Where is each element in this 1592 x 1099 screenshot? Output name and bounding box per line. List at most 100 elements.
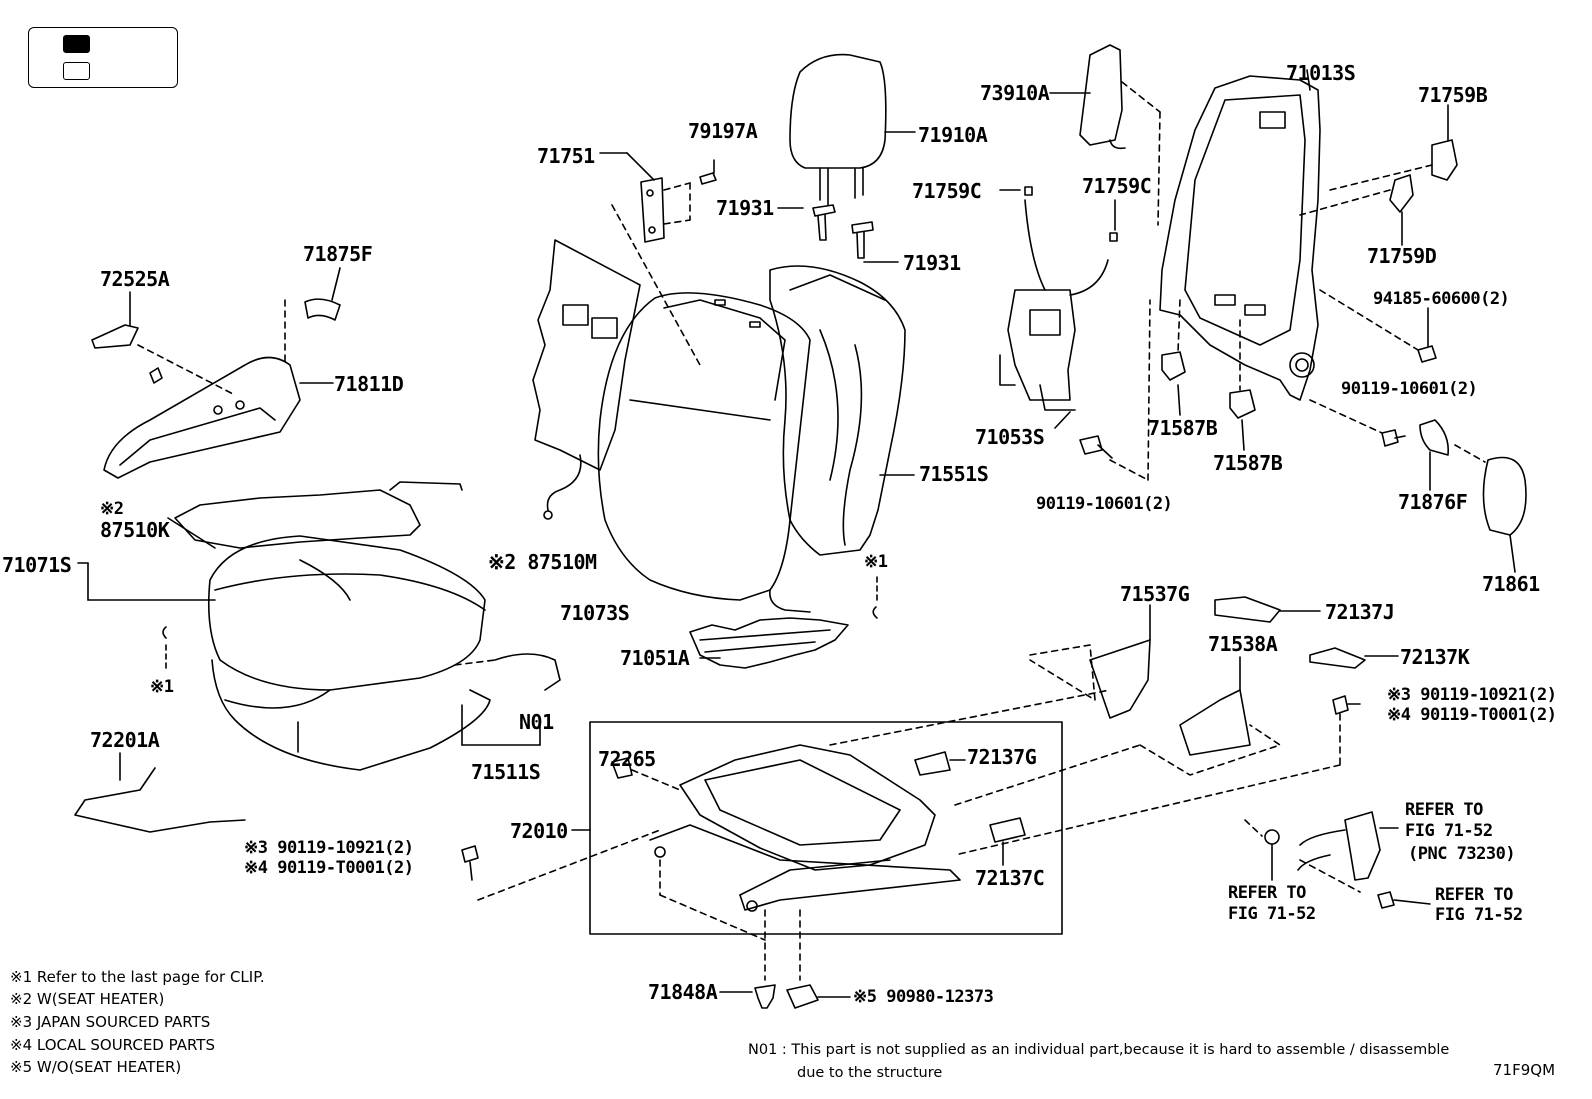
- label-71759D: 71759D: [1367, 244, 1437, 268]
- bolts-right: [1079, 289, 1437, 481]
- cover-71861-drawing: [1419, 419, 1527, 573]
- part-71848A: [754, 984, 776, 1009]
- headrest-guides: [777, 204, 899, 263]
- seat-belt-buckle: [1244, 811, 1431, 909]
- seatback-spring-71051A: [689, 589, 849, 669]
- footnote-1: ※1 Refer to the last page for CLIP.: [10, 968, 265, 986]
- label-71013S: 71013S: [1286, 61, 1356, 85]
- clip-mark-a: [872, 606, 878, 619]
- label-90119-10921-left: ※3 90119-10921(2): [244, 838, 414, 858]
- n01-note-line2: due to the structure: [797, 1065, 943, 1081]
- label-71931-b: 71931: [903, 251, 961, 275]
- label-87510M: ※2 87510M: [488, 550, 597, 574]
- label-71538A: 71538A: [1208, 632, 1278, 656]
- seat-cushion-71071S: [77, 535, 491, 771]
- legend-box: [28, 27, 178, 88]
- label-72137C: 72137C: [975, 866, 1045, 890]
- clips-71587B: [1161, 299, 1256, 451]
- label-71910A: 71910A: [918, 123, 988, 147]
- label-71811D: 71811D: [334, 372, 404, 396]
- headrest-drawing: [789, 53, 916, 206]
- clip-mark-b: [162, 626, 167, 639]
- label-71587B-a: 71587B: [1148, 416, 1218, 440]
- label-71931-a: 71931: [716, 196, 774, 220]
- label-71759C-b: 71759C: [1082, 174, 1152, 198]
- label-71073S: 71073S: [560, 601, 630, 625]
- footnote-2: ※2 W(SEAT HEATER): [10, 990, 165, 1008]
- label-90119-T0001-right: ※4 90119-T0001(2): [1387, 705, 1557, 725]
- bracket-71751-drawing: [599, 152, 717, 243]
- part-90980: [786, 984, 819, 1009]
- label-pnc: (PNC 73230): [1408, 844, 1516, 864]
- legend-filled-swatch: [63, 35, 90, 53]
- label-87510K-mark: ※2: [100, 499, 124, 519]
- part-72137C: [989, 817, 1026, 843]
- label-90119-10601-right: 90119-10601(2): [1341, 379, 1478, 399]
- label-refer-c: REFER TO: [1435, 885, 1513, 905]
- seatback-heater-mat: [532, 204, 701, 520]
- seatback-cover-71551S: [769, 265, 915, 556]
- armrest-71811D-drawing: [91, 267, 341, 479]
- label-refer-b-fig: FIG 71-52: [1228, 904, 1316, 924]
- bolt-right-lower: [1332, 695, 1349, 715]
- label-71876F: 71876F: [1398, 490, 1468, 514]
- footnote-3: ※3 JAPAN SOURCED PARTS: [10, 1013, 211, 1031]
- label-71587B-b: 71587B: [1213, 451, 1283, 475]
- label-72137G: 72137G: [967, 745, 1037, 769]
- bolt-left: [461, 845, 479, 863]
- label-71511S: 71511S: [471, 760, 541, 784]
- label-71875F: 71875F: [303, 242, 373, 266]
- label-87510K: 87510K: [100, 518, 170, 542]
- seat-adjuster-72010: [571, 744, 961, 981]
- label-refer-a: REFER TO: [1405, 800, 1483, 820]
- label-71861: 71861: [1482, 572, 1540, 596]
- footnote-5: ※5 W/O(SEAT HEATER): [10, 1058, 182, 1076]
- clip-72265: [611, 757, 633, 779]
- label-71759C-a: 71759C: [912, 179, 982, 203]
- label-90980-12373: ※5 90980-12373: [853, 987, 994, 1007]
- airbag-73910A-drawing: [1049, 44, 1161, 226]
- label-72137J: 72137J: [1325, 600, 1395, 624]
- label-71051A: 71051A: [620, 646, 690, 670]
- n01-wire: [494, 653, 561, 691]
- label-79197A: 79197A: [688, 119, 758, 143]
- label-73910A: 73910A: [980, 81, 1050, 105]
- adjuster-box: [589, 721, 1063, 935]
- label-71759B: 71759B: [1418, 83, 1488, 107]
- wire-72201A: [74, 767, 246, 833]
- label-clip-note-a: ※1: [864, 552, 888, 572]
- label-71071S: 71071S: [2, 553, 72, 577]
- label-90119-T0001-left: ※4 90119-T0001(2): [244, 858, 414, 878]
- label-90119-10601-center: 90119-10601(2): [1036, 494, 1173, 514]
- label-71537G: 71537G: [1120, 582, 1190, 606]
- label-72265: 72265: [598, 747, 656, 771]
- label-72525A: 72525A: [100, 267, 170, 291]
- n01-note-line1: N01 : This part is not supplied as an in…: [748, 1042, 1450, 1058]
- label-refer-a-fig: FIG 71-52: [1405, 821, 1493, 841]
- caps-71759: [1299, 104, 1458, 246]
- label-clip-note-b: ※1: [150, 677, 174, 697]
- label-72201A: 72201A: [90, 728, 160, 752]
- label-71751: 71751: [537, 144, 595, 168]
- label-90119-10921-right: ※3 90119-10921(2): [1387, 685, 1557, 705]
- seatback-frame-71013S: [1159, 69, 1321, 401]
- seatback-71073S: [597, 292, 811, 601]
- label-71053S: 71053S: [975, 425, 1045, 449]
- label-refer-b: REFER TO: [1228, 883, 1306, 903]
- legend-empty-swatch: [63, 62, 90, 80]
- cushion-heater-mat: [167, 481, 463, 549]
- label-72137K: 72137K: [1400, 645, 1470, 669]
- label-94185-60600: 94185-60600(2): [1373, 289, 1510, 309]
- lumbar-71053S-drawing: [999, 186, 1118, 429]
- label-71848A: 71848A: [648, 980, 718, 1004]
- diagram-code: 71F9QM: [1493, 1061, 1556, 1079]
- label-71551S: 71551S: [919, 462, 989, 486]
- footnote-4: ※4 LOCAL SOURCED PARTS: [10, 1036, 215, 1054]
- covers-right-lower: [829, 596, 1399, 806]
- part-72137G: [914, 751, 951, 776]
- label-72010: 72010: [510, 819, 568, 843]
- label-N01: N01: [519, 710, 554, 734]
- label-refer-c-fig: FIG 71-52: [1435, 905, 1523, 925]
